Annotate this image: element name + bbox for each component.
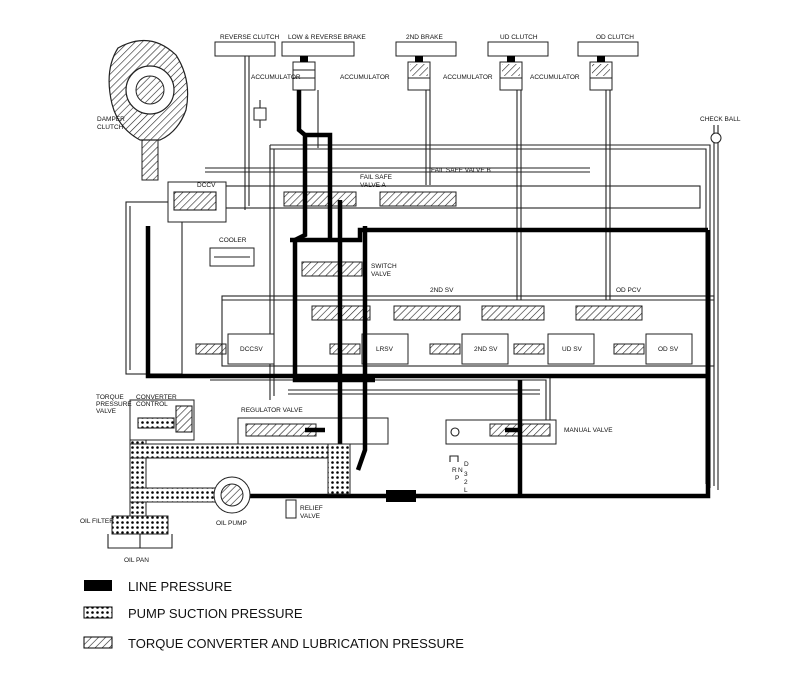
label-gear-d: D (464, 461, 469, 468)
legend-line-pressure: LINE PRESSURE (128, 579, 232, 594)
label-converter: CONVERTER (136, 394, 177, 401)
pump-suction-path (111, 439, 351, 535)
label-accumulator-3: ACCUMULATOR (443, 74, 493, 81)
line-pressure-block (386, 490, 416, 502)
label-valve: VALVE (371, 271, 392, 278)
label-switch: SWITCH (371, 263, 397, 270)
label-valve-tp: VALVE (96, 408, 117, 415)
label-ud-clutch: UD CLUTCH (500, 34, 538, 41)
label-check-ball: CHECK BALL (700, 116, 741, 123)
label-fail-safe-b: FAIL SAFE VALVE B (431, 167, 491, 174)
oil-pump (213, 476, 251, 514)
label-accumulator-2: ACCUMULATOR (340, 74, 390, 81)
label-od-clutch: OD CLUTCH (596, 34, 634, 41)
legend-swatch-line-pressure (84, 580, 112, 591)
legend-swatch-torque-converter (83, 636, 113, 649)
labels: REVERSE CLUTCH LOW & REVERSE BRAKE 2ND B… (80, 34, 741, 564)
label-od-sv: OD SV (658, 346, 679, 353)
label-oil-filter: OIL FILTER (80, 518, 114, 525)
top-clutch-bank (214, 41, 639, 57)
label-gear-p: P (455, 475, 459, 482)
legend-swatch-pump-suction (83, 606, 113, 619)
legend-torque-converter: TORQUE CONVERTER AND LUBRICATION PRESSUR… (128, 636, 464, 651)
label-regulator-valve: REGULATOR VALVE (241, 407, 303, 414)
label-manual-valve: MANUAL VALVE (564, 427, 613, 434)
label-gear-l: L (464, 487, 468, 494)
valve-spools (195, 191, 645, 437)
accumulator-2nd-brake (407, 56, 431, 91)
gear-selector (449, 455, 459, 462)
accumulator-low-reverse (292, 56, 316, 91)
label-pressure: PRESSURE (96, 401, 132, 408)
check-ball (710, 132, 722, 144)
label-low-reverse-brake: LOW & REVERSE BRAKE (288, 34, 366, 41)
label-fail-safe-a-2: VALVE A (360, 182, 386, 189)
torque-converter (108, 39, 189, 181)
label-ud-sv: UD SV (562, 346, 583, 353)
label-fail-safe-a-1: FAIL SAFE (360, 174, 393, 181)
legend: LINE PRESSURE PUMP SUCTION PRESSURE TORQ… (83, 579, 464, 651)
legend-pump-suction: PUMP SUCTION PRESSURE (128, 606, 303, 621)
label-dccv: DCCV (197, 182, 216, 189)
label-accumulator-4: ACCUMULATOR (530, 74, 580, 81)
accumulator-ud-clutch (499, 56, 523, 91)
solenoid-boxes (227, 333, 693, 365)
accumulator-od-clutch (589, 56, 613, 91)
label-gear-n: N (458, 467, 463, 474)
label-clutch: CLUTCH (97, 124, 124, 131)
label-accumulator-1: ACCUMULATOR (251, 74, 301, 81)
label-2nd-brake: 2ND BRAKE (406, 34, 444, 41)
label-relief: RELIEF (300, 505, 323, 512)
label-lrsv: LRSV (376, 346, 394, 353)
label-relief-valve: VALVE (300, 513, 321, 520)
label-dccsv: DCCSV (240, 346, 263, 353)
label-gear-3: 3 (464, 471, 468, 478)
label-cooler: COOLER (219, 237, 247, 244)
label-2nd-sv: 2ND SV (474, 346, 498, 353)
accumulators (292, 56, 613, 91)
label-torque: TORQUE (96, 394, 124, 401)
oil-pan (107, 534, 173, 549)
label-damper: DAMPER (97, 116, 125, 123)
label-2nd-sv-top: 2ND SV (430, 287, 454, 294)
label-control: CONTROL (136, 401, 168, 408)
label-od-pcv: OD PCV (616, 287, 642, 294)
label-oil-pan: OIL PAN (124, 557, 149, 564)
label-reverse-clutch: REVERSE CLUTCH (220, 34, 280, 41)
label-gear-r: R (452, 467, 457, 474)
label-gear-2: 2 (464, 479, 468, 486)
label-oil-pump: OIL PUMP (216, 520, 247, 527)
